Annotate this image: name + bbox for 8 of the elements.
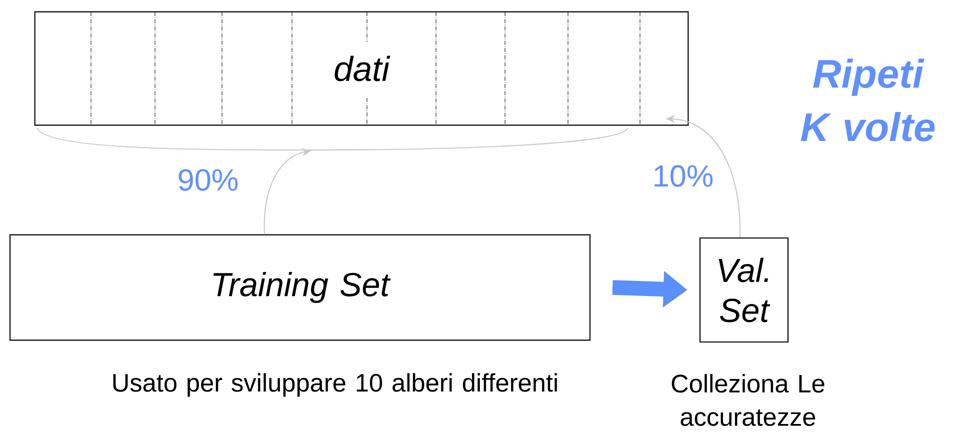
note: Ripeti K volte (800, 58, 935, 142)
node-label: Usato per sviluppare 10 alberi differenti (113, 373, 557, 397)
edge-label: 90% (176, 168, 240, 192)
validation-set-box: Val. Set (699, 237, 789, 343)
node-label: Colleziona Le accuratezze (672, 374, 824, 426)
edge-label: 10% (650, 164, 716, 188)
data-box: dati (34, 11, 689, 126)
training-set-box: Training Set (9, 234, 591, 341)
